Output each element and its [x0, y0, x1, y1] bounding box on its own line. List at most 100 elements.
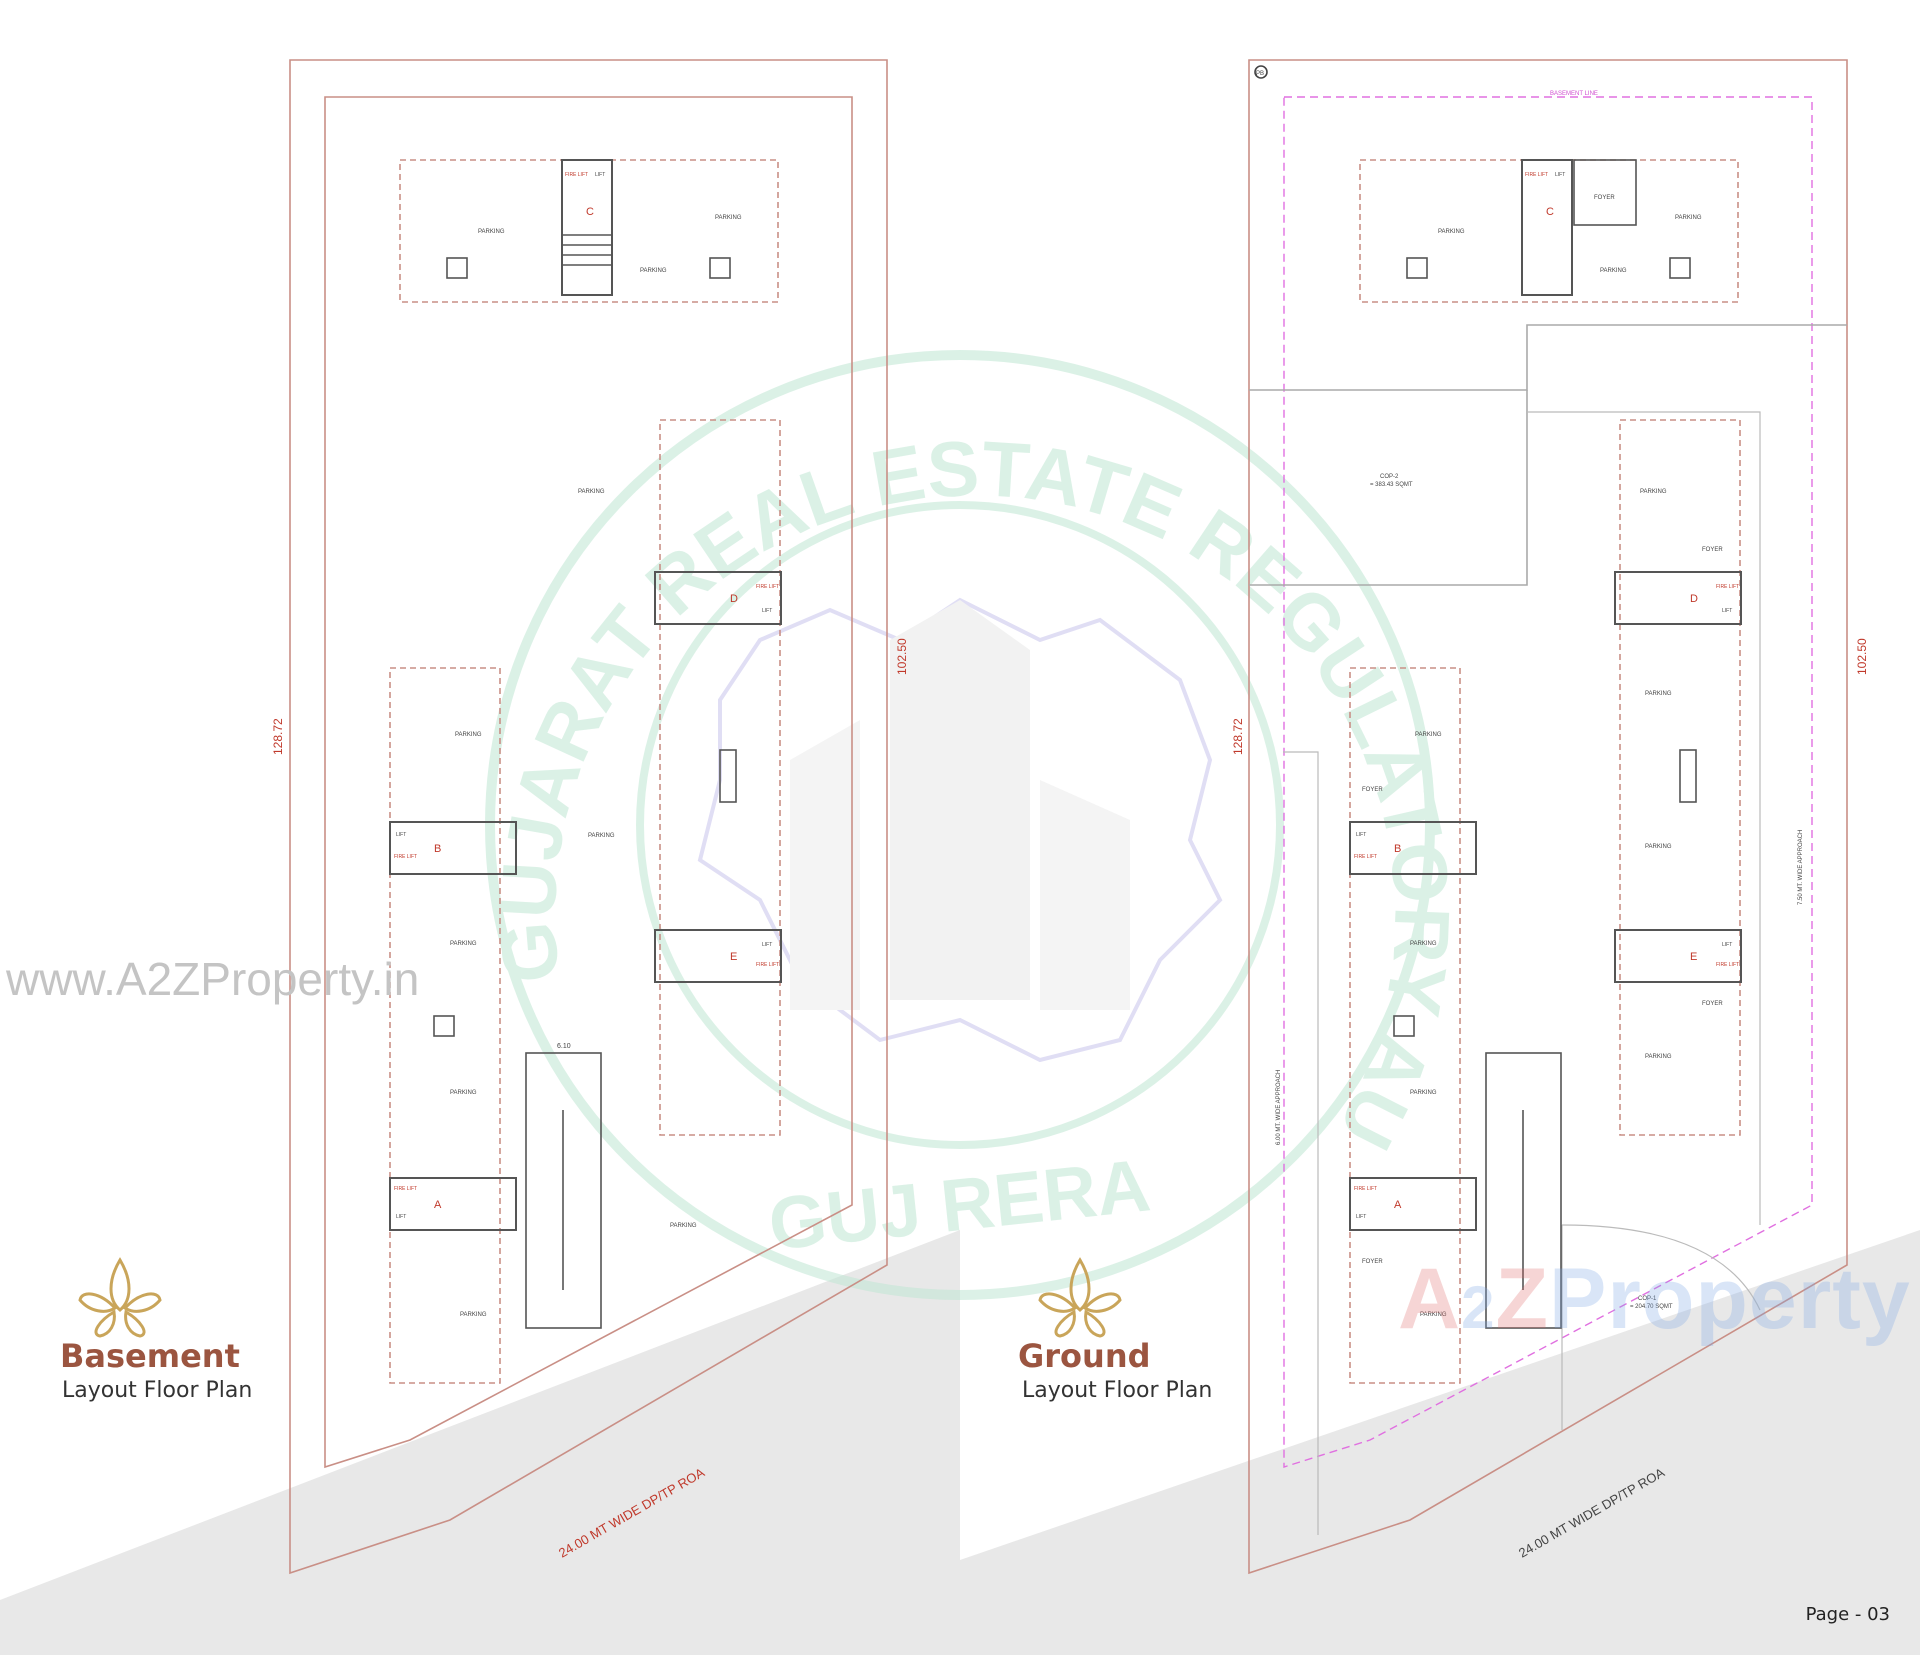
- block-label: B: [434, 843, 441, 855]
- lift-label: LIFT: [1356, 1214, 1366, 1220]
- fire-lift-label: FIRE LIFT: [756, 962, 779, 968]
- brand-letter: 2: [1461, 1274, 1496, 1341]
- approach-road: [1527, 411, 1761, 1225]
- block-label: A: [434, 1199, 442, 1211]
- block-label: E: [730, 951, 737, 963]
- fire-lift-label: FIRE LIFT: [1354, 854, 1377, 860]
- approach-right-label: 7.50 MT. WIDE APPROACH: [1798, 830, 1804, 905]
- block-a-b: [389, 667, 517, 1384]
- cop2-area: = 383.43 SQMT: [1370, 482, 1413, 488]
- block-label: D: [1690, 593, 1698, 605]
- parking-label: PARKING: [670, 1223, 697, 1229]
- block-label: C: [586, 206, 594, 218]
- brand-letter: A: [1398, 1251, 1462, 1347]
- ground-subtitle: Layout Floor Plan: [1022, 1378, 1213, 1403]
- brand-letter: Z: [1495, 1251, 1550, 1347]
- parking-label: PARKING: [450, 941, 477, 947]
- ground-dim-left: 128.72: [1231, 718, 1245, 755]
- block-d-e: [654, 419, 782, 1136]
- parking-label: PARKING: [640, 268, 667, 274]
- parking-label: PARKING: [1645, 1054, 1672, 1060]
- basement-plan: [289, 59, 888, 1575]
- basement-line: [1283, 96, 1813, 1468]
- brand-word: Property: [1549, 1251, 1911, 1347]
- parking-label: PARKING: [450, 1090, 477, 1096]
- approach-left-label: 6.00 MT. WIDE APPROACH: [1276, 1070, 1282, 1145]
- fire-lift-label: FIRE LIFT: [1716, 584, 1739, 590]
- lift-label: LIFT: [1356, 832, 1366, 838]
- site-url-watermark: www.A2ZProperty.in: [6, 953, 420, 1005]
- brand-watermark: A2ZProperty: [1398, 1250, 1911, 1349]
- parking-label: PARKING: [715, 215, 742, 221]
- leaf-logo: [1038, 1257, 1122, 1338]
- parking-label: PARKING: [1410, 1090, 1437, 1096]
- page-number: Page - 03: [1805, 1604, 1890, 1625]
- block-c: [1359, 159, 1739, 303]
- parking-label: PARKING: [1645, 691, 1672, 697]
- lift-label: LIFT: [1555, 172, 1565, 178]
- fire-lift-label: FIRE LIFT: [394, 1186, 417, 1192]
- fire-lift-label: FIRE LIFT: [1354, 1186, 1377, 1192]
- parking-label: PARKING: [478, 229, 505, 235]
- basement-line-label: BASEMENT LINE: [1550, 91, 1598, 97]
- parking-label: PARKING: [588, 833, 615, 839]
- lift-label: LIFT: [1722, 608, 1732, 614]
- parking-label: PARKING: [1410, 941, 1437, 947]
- foyer-label: FOYER: [1594, 195, 1615, 201]
- block-label: C: [1546, 206, 1554, 218]
- basement-ramp-dim: 6.10: [557, 1043, 571, 1050]
- lift-label: LIFT: [396, 832, 406, 838]
- lift-label: LIFT: [762, 942, 772, 948]
- foyer-label: FOYER: [1702, 547, 1723, 553]
- block-a-b: [1349, 667, 1477, 1384]
- fire-lift-label: FIRE LIFT: [1716, 962, 1739, 968]
- fire-lift-label: FIRE LIFT: [1525, 172, 1548, 178]
- lift-label: LIFT: [396, 1214, 406, 1220]
- parking-label: PARKING: [1640, 489, 1667, 495]
- fire-lift-label: FIRE LIFT: [394, 854, 417, 860]
- basement-dim-left: 128.72: [271, 718, 285, 755]
- road-band: [0, 1230, 960, 1655]
- parking-label: PARKING: [1415, 732, 1442, 738]
- parking-label: PARKING: [455, 732, 482, 738]
- leaf-logo: [78, 1257, 162, 1338]
- foyer-label: FOYER: [1362, 787, 1383, 793]
- basement-site-boundary: [289, 59, 888, 1575]
- fire-lift-label: FIRE LIFT: [756, 584, 779, 590]
- block-label: E: [1690, 951, 1697, 963]
- fire-lift-label: FIRE LIFT: [565, 172, 588, 178]
- parking-label: PARKING: [1675, 215, 1702, 221]
- parking-label: PARKING: [1600, 268, 1627, 274]
- pb-marker: [1254, 65, 1268, 79]
- ground-site-boundary: [1248, 59, 1848, 1575]
- basement-inner-boundary: [324, 96, 853, 1469]
- lift-label: LIFT: [595, 172, 605, 178]
- parking-label: PARKING: [1645, 844, 1672, 850]
- basement-ramp: [525, 1052, 602, 1329]
- block-d-e: [1614, 419, 1742, 1136]
- lift-label: LIFT: [762, 608, 772, 614]
- parking-label: PARKING: [578, 489, 605, 495]
- ground-dim-right: 102.50: [1855, 638, 1869, 675]
- parking-label: PARKING: [460, 1312, 487, 1318]
- foyer-label: FOYER: [1702, 1001, 1723, 1007]
- ground-ramp: [1485, 1052, 1562, 1329]
- basement-dim-right: 102.50: [895, 638, 909, 675]
- road-band: [960, 1230, 1920, 1655]
- parking-label: PARKING: [1438, 229, 1465, 235]
- foyer-label: FOYER: [1362, 1259, 1383, 1265]
- cop1-area: = 204.70 SQMT: [1630, 1304, 1673, 1310]
- block-label: D: [730, 593, 738, 605]
- parking-label: PARKING: [1420, 1312, 1447, 1318]
- rera-seal-watermark: GUJARAT REAL ESTATE REGULATORY AUTHORITY…: [0, 0, 1467, 1300]
- pb-label: PB: [1256, 71, 1264, 77]
- basement-subtitle: Layout Floor Plan: [62, 1378, 253, 1403]
- lift-label: LIFT: [1722, 942, 1732, 948]
- cop1-label: COP-1: [1638, 1296, 1657, 1302]
- cop2-outline: [1249, 324, 1847, 391]
- block-label: A: [1394, 1199, 1402, 1211]
- block-label: B: [1394, 843, 1401, 855]
- ground-plan: [1248, 59, 1848, 1575]
- cop2-label: COP-2: [1380, 474, 1399, 480]
